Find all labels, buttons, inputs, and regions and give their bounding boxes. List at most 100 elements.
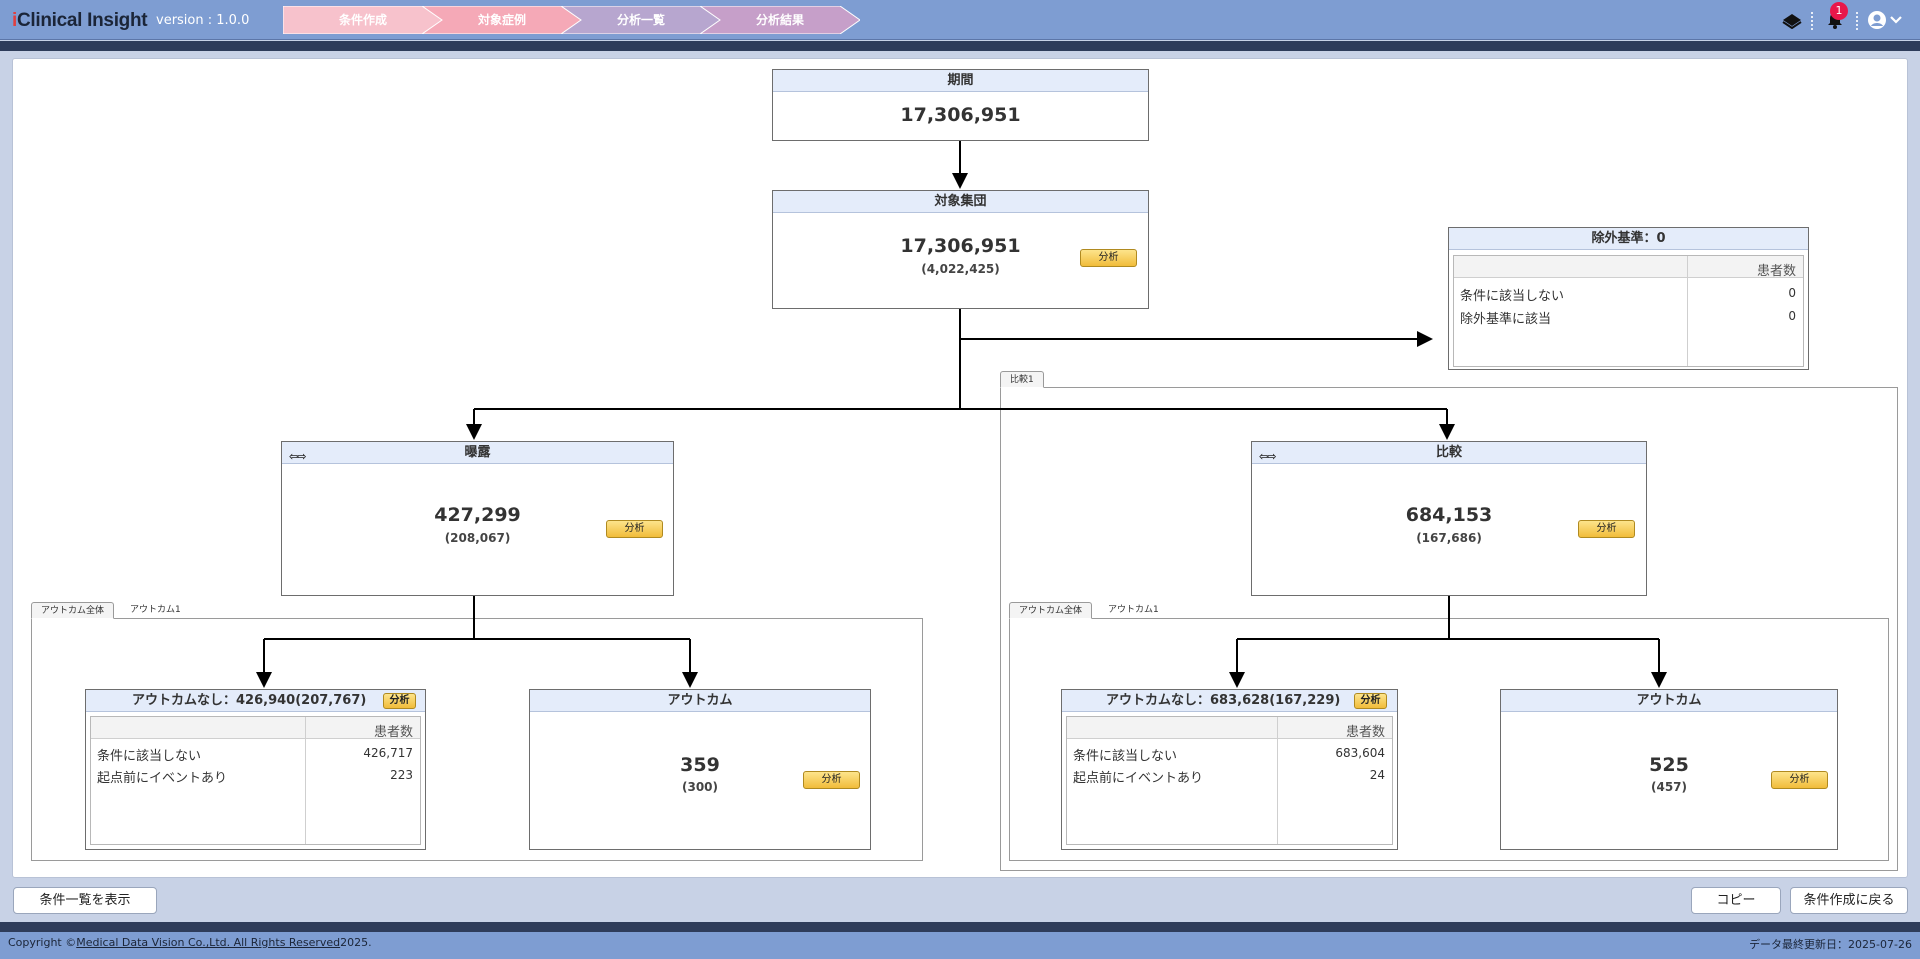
comparison-outcome-analysis-button[interactable]: 分析 xyxy=(1771,771,1828,789)
exposure-box: ⇦⇨ 曝露 427,299 (208,067) 分析 xyxy=(281,441,674,596)
tab-exposure-outcome-all[interactable]: アウトカム全体 xyxy=(31,602,115,619)
exposure-outcome-count: 359 xyxy=(680,754,720,776)
comparison-outcome-count: 525 xyxy=(1649,754,1689,776)
table-divider xyxy=(1277,717,1278,844)
comparison-outcome-title: アウトカム xyxy=(1501,690,1837,712)
top-header: iClinical Insight version : 1.0.0 条件作成 対… xyxy=(0,0,1920,40)
exposure-analysis-button[interactable]: 分析 xyxy=(606,520,663,538)
table-header xyxy=(91,717,420,739)
exposure-header: ⇦⇨ 曝露 xyxy=(282,442,673,464)
comparison-title: 比較 xyxy=(1435,445,1462,460)
step-condition[interactable]: 条件作成 xyxy=(283,6,443,34)
app-logo: iClinical Insight xyxy=(12,10,148,32)
period-title: 期間 xyxy=(773,70,1148,92)
exposure-outcome-analysis-button[interactable]: 分析 xyxy=(803,771,860,789)
company-link[interactable]: Medical Data Vision Co.,Ltd. All Rights … xyxy=(76,936,341,949)
step-analysis-list[interactable]: 分析一覧 xyxy=(561,6,721,34)
exposure-no-outcome-header: アウトカムなし：426,940(207,767) 分析 xyxy=(86,690,425,712)
comparison-no-outcome-analysis-button[interactable]: 分析 xyxy=(1354,693,1387,709)
comparison-no-outcome-table: 患者数 条件に該当しない 683,604 起点前にイベントあり 24 xyxy=(1066,716,1393,845)
comparison-header: ⇦⇨ 比較 xyxy=(1252,442,1646,464)
target-subcount: (4,022,425) xyxy=(921,262,1000,276)
logo-text: Clinical Insight xyxy=(16,10,148,31)
exposure-outcome-title: アウトカム xyxy=(530,690,870,712)
exposure-no-outcome-table: 患者数 条件に該当しない 426,717 起点前にイベントあり 223 xyxy=(90,716,421,845)
header-divider xyxy=(1811,12,1813,30)
comparison-outcome-subcount: (457) xyxy=(1650,780,1688,794)
chevron-down-icon[interactable] xyxy=(1890,14,1902,28)
table-col-header: 患者数 xyxy=(1345,725,1385,740)
step-target-label: 対象症例 xyxy=(477,13,526,27)
table-row-value: 426,717 xyxy=(363,746,413,760)
exposure-title: 曝露 xyxy=(464,445,491,460)
copyright-year: 2025. xyxy=(340,936,372,949)
tab-comparison-outcome-1[interactable]: アウトカム1 xyxy=(1108,605,1159,615)
main-panel: 比較1 アウトカム全体 アウトカム1 アウトカム全体 アウトカム1 xyxy=(12,58,1908,878)
show-condition-list-button[interactable]: 条件一覧を表示 xyxy=(13,887,157,914)
header-divider xyxy=(1856,12,1858,30)
reorder-arrows-icon[interactable]: ⇦⇨ xyxy=(289,450,306,463)
table-divider xyxy=(1687,256,1688,366)
notification-badge: 1 xyxy=(1830,2,1848,20)
comparison-box: ⇦⇨ 比較 684,153 (167,686) 分析 xyxy=(1251,441,1647,596)
last-update-date: データ最終更新日：2025-07-26 xyxy=(1749,938,1912,951)
exclusion-row-label: 条件に該当しない xyxy=(1460,289,1565,304)
table-row-value: 223 xyxy=(390,768,413,782)
reorder-arrows-icon[interactable]: ⇦⇨ xyxy=(1259,450,1276,463)
step-target[interactable]: 対象症例 xyxy=(422,6,582,34)
header-underbar xyxy=(0,41,1920,51)
logo-i-mark: i xyxy=(12,10,17,31)
exclusion-row-label: 除外基準に該当 xyxy=(1460,312,1552,327)
comparison-no-outcome-box: アウトカムなし：683,628(167,229) 分析 患者数 条件に該当しない… xyxy=(1061,689,1398,850)
tab-exposure-outcome-1[interactable]: アウトカム1 xyxy=(130,605,181,615)
comparison-no-outcome-header: アウトカムなし：683,628(167,229) 分析 xyxy=(1062,690,1397,712)
comparison-count: 684,153 xyxy=(1405,504,1493,526)
comparison-analysis-button[interactable]: 分析 xyxy=(1578,520,1635,538)
exclusion-row-value: 0 xyxy=(1788,309,1796,323)
exclusion-table: 患者数 条件に該当しない 0 除外基準に該当 0 xyxy=(1453,255,1804,367)
step-analysis-result[interactable]: 分析結果 xyxy=(700,6,860,34)
exposure-count: 427,299 xyxy=(434,504,521,526)
step-analysis-result-label: 分析結果 xyxy=(755,13,804,27)
footer-topbar xyxy=(0,922,1920,932)
footer: Copyright ©Medical Data Vision Co.,Ltd. … xyxy=(0,932,1920,959)
table-row-label: 条件に該当しない xyxy=(97,749,202,764)
table-row-label: 起点前にイベントあり xyxy=(97,771,228,786)
table-col-header: 患者数 xyxy=(373,725,413,740)
target-analysis-button[interactable]: 分析 xyxy=(1080,249,1137,267)
step-condition-label: 条件作成 xyxy=(338,13,387,27)
tab-comparison-outcome-all[interactable]: アウトカム全体 xyxy=(1009,602,1093,619)
exclusion-table-header xyxy=(1454,256,1803,278)
exposure-outcome-box: アウトカム 359 (300) 分析 xyxy=(529,689,871,850)
table-header xyxy=(1067,717,1392,739)
table-row-value: 683,604 xyxy=(1335,746,1385,760)
copy-button[interactable]: コピー xyxy=(1691,887,1781,914)
target-population-box: 対象集団 17,306,951 (4,022,425) 分析 xyxy=(772,190,1149,309)
app-version: version : 1.0.0 xyxy=(156,13,250,28)
copyright-prefix: Copyright © xyxy=(8,936,77,949)
flow-connectors xyxy=(256,141,1667,688)
target-count: 17,306,951 xyxy=(900,235,1021,257)
table-row-value: 24 xyxy=(1369,768,1385,782)
exposure-outcome-subcount: (300) xyxy=(681,780,719,794)
book-icon[interactable] xyxy=(1781,11,1803,32)
period-count: 17,306,951 xyxy=(900,104,1021,126)
target-title: 対象集団 xyxy=(773,191,1148,213)
table-divider xyxy=(305,717,306,844)
back-to-condition-button[interactable]: 条件作成に戻る xyxy=(1790,887,1908,914)
tab-comparison-1[interactable]: 比較1 xyxy=(1000,371,1044,388)
exclusion-row-value: 0 xyxy=(1788,286,1796,300)
comparison-subcount: (167,686) xyxy=(1416,531,1482,545)
exclusion-box: 除外基準：0 患者数 条件に該当しない 0 除外基準に該当 0 xyxy=(1448,227,1809,370)
table-row-label: 起点前にイベントあり xyxy=(1073,771,1204,786)
exposure-no-outcome-analysis-button[interactable]: 分析 xyxy=(383,693,416,709)
exclusion-title: 除外基準：0 xyxy=(1449,228,1808,250)
copyright: Copyright ©Medical Data Vision Co.,Ltd. … xyxy=(8,936,372,949)
table-row-label: 条件に該当しない xyxy=(1073,749,1178,764)
comparison-no-outcome-title: アウトカムなし：683,628(167,229) xyxy=(1106,693,1341,708)
exposure-subcount: (208,067) xyxy=(444,531,511,545)
user-circle-icon[interactable] xyxy=(1867,10,1887,33)
step-analysis-list-label: 分析一覧 xyxy=(616,13,665,27)
comparison-outcome-box: アウトカム 525 (457) 分析 xyxy=(1500,689,1838,850)
exclusion-col-header: 患者数 xyxy=(1756,264,1796,279)
